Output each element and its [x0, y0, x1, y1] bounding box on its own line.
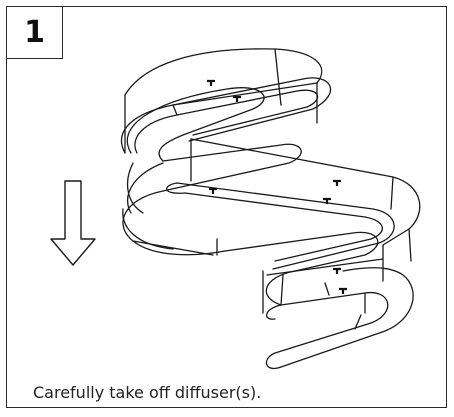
clip-icon	[207, 79, 215, 86]
front-diffuser-strip	[122, 87, 414, 370]
rear-housing-bottom	[262, 258, 384, 314]
clip-icon	[233, 95, 241, 102]
clip-icon	[333, 179, 341, 186]
top-loop-channel	[120, 77, 332, 154]
instruction-panel: 1 Carefully take off diffuser(s).	[6, 6, 447, 408]
clip-markers	[207, 79, 347, 294]
down-arrow-icon	[50, 180, 96, 266]
rear-housing-top	[124, 48, 323, 154]
diffuser-removal-illustration	[50, 48, 421, 370]
instruction-caption: Carefully take off diffuser(s).	[33, 383, 262, 402]
step-number-box: 1	[7, 7, 63, 59]
clip-icon	[209, 187, 217, 194]
clip-icon	[323, 197, 331, 204]
rear-housing-middle	[190, 138, 421, 282]
step-number: 1	[24, 14, 45, 50]
clip-icon	[339, 287, 347, 294]
clip-icon	[333, 267, 341, 274]
middle-channel	[127, 162, 395, 270]
